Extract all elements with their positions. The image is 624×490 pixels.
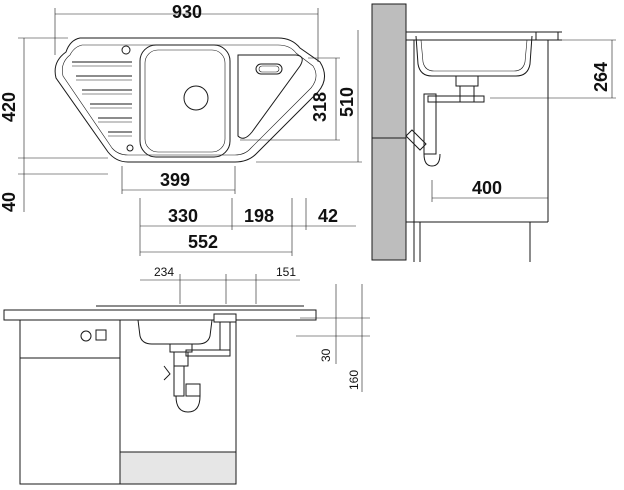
wall-block	[371, 3, 407, 261]
dim-264: 264	[591, 62, 611, 92]
front-drain-pipe	[163, 321, 231, 413]
dim-930: 930	[172, 2, 202, 22]
front-view: 234 151 30 160	[3, 265, 370, 485]
dim-510: 510	[337, 87, 357, 117]
tap-hole	[121, 45, 131, 55]
main-bowl	[139, 44, 231, 158]
overflow-slot	[255, 63, 283, 75]
dim-330: 330	[168, 206, 198, 226]
side-bowl	[237, 54, 303, 139]
side-drain-pipe	[405, 75, 485, 167]
drainer-ribs	[72, 61, 132, 137]
dim-198: 198	[244, 206, 274, 226]
dim-151: 151	[276, 265, 296, 279]
side-view: 264 400	[371, 3, 616, 262]
dim-42: 42	[318, 206, 338, 226]
dim-399: 399	[160, 170, 190, 190]
sink-outline	[54, 37, 325, 163]
appliance-cabinet	[19, 319, 121, 485]
drain-hole	[183, 85, 209, 111]
dim-234: 234	[154, 265, 174, 279]
dim-160: 160	[347, 370, 361, 390]
knob-icon	[80, 330, 92, 342]
dim-420: 420	[0, 92, 19, 122]
front-bowl-section	[137, 319, 213, 345]
dim-40: 40	[0, 192, 19, 212]
side-bowl-section	[415, 35, 533, 77]
dim-400: 400	[472, 178, 502, 198]
top-view: 930 420 40 318 510 399 330 198 42	[0, 2, 362, 256]
dim-318: 318	[310, 92, 330, 122]
dim-552: 552	[188, 232, 218, 252]
worktop	[3, 309, 317, 321]
dim-30: 30	[319, 348, 333, 362]
